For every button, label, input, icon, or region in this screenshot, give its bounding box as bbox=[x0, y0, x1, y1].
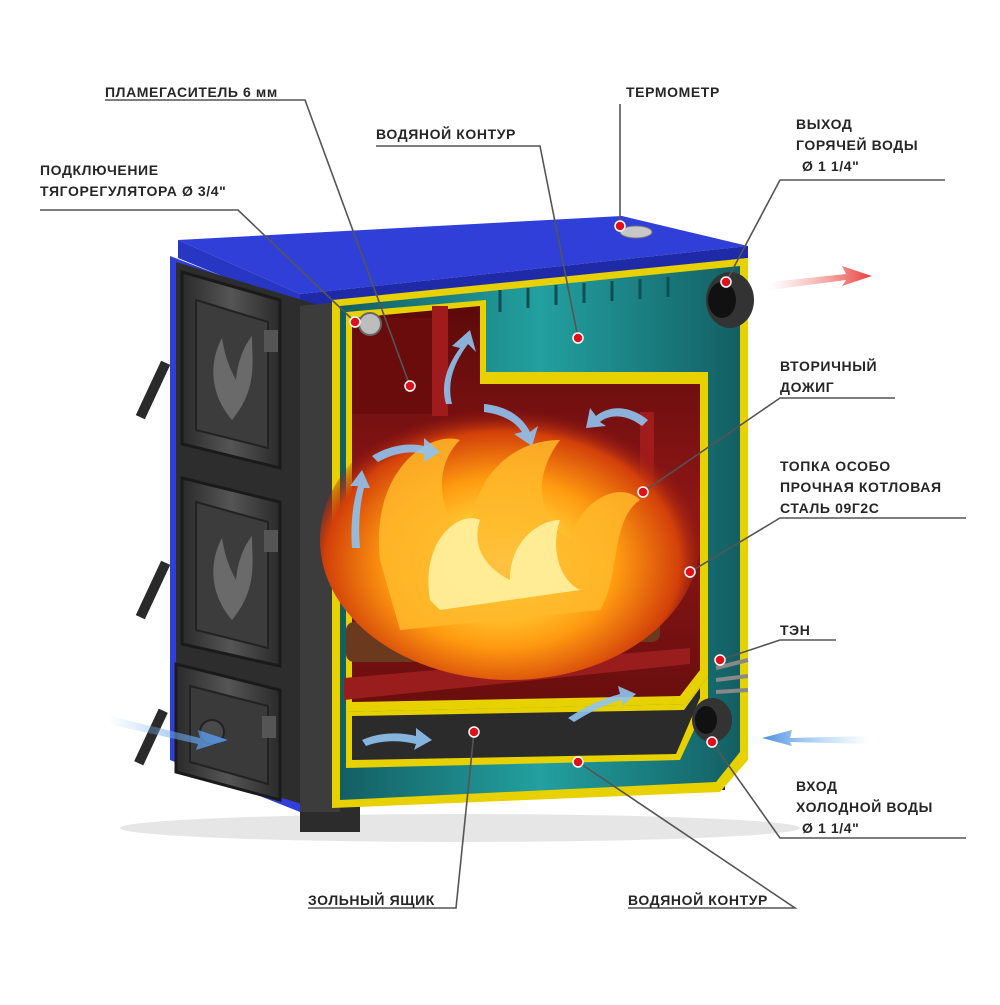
label-hot-water-outlet: ВЫХОД ГОРЯЧЕЙ ВОДЫ Ø 1 1/4" bbox=[796, 116, 919, 174]
hot-water-flow-arrow bbox=[770, 266, 872, 290]
label-thermometer: ТЕРМОМЕТР bbox=[626, 84, 720, 100]
marker-water-circuit-bottom bbox=[572, 756, 584, 768]
ground-shadow bbox=[120, 814, 800, 842]
ash-pit bbox=[352, 688, 700, 760]
label-draft-regulator: ПОДКЛЮЧЕНИЕ ТЯГОРЕГУЛЯТОРА Ø 3/4" bbox=[40, 162, 227, 199]
label-flame-arrester: ПЛАМЕГАСИТЕЛЬ 6 мм bbox=[105, 84, 278, 100]
marker-thermometer bbox=[614, 220, 626, 232]
leader-lines bbox=[40, 99, 966, 909]
marker-draft-regulator bbox=[349, 316, 361, 328]
ash-door bbox=[174, 662, 282, 802]
label-cold-water-inlet: ВХОД ХОЛОДНОЙ ВОДЫ Ø 1 1/4" bbox=[796, 778, 933, 836]
marker-firebox bbox=[684, 566, 696, 578]
marker-ash-box bbox=[468, 726, 480, 738]
label-firebox: ТОПКА ОСОБО ПРОЧНАЯ КОТЛОВАЯ СТАЛЬ 09Г2С bbox=[780, 458, 942, 516]
draft-regulator-port bbox=[358, 312, 382, 336]
marker-water-circuit-top bbox=[572, 332, 584, 344]
marker-cold-water-inlet bbox=[706, 736, 718, 748]
cold-water-flow-arrow bbox=[762, 730, 870, 746]
flow-arrows bbox=[108, 266, 872, 750]
marker-heating-element bbox=[714, 654, 726, 666]
front-door-panel bbox=[134, 262, 340, 812]
water-jacket-ribs bbox=[498, 277, 670, 312]
label-secondary-burn: ВТОРИЧНЫЙ ДОЖИГ bbox=[780, 358, 878, 395]
cutaway-section bbox=[320, 225, 754, 808]
label-heating-element: ТЭН bbox=[780, 622, 811, 638]
heating-element bbox=[715, 658, 749, 694]
middle-door bbox=[180, 476, 282, 668]
callout-markers bbox=[349, 220, 732, 768]
label-ash-box: ЗОЛЬНЫЙ ЯЩИК bbox=[308, 892, 435, 908]
label-water-circuit-top: ВОДЯНОЙ КОНТУР bbox=[376, 126, 516, 142]
thermometer-port bbox=[619, 225, 653, 239]
door-handles bbox=[134, 330, 278, 766]
marker-hot-water-outlet bbox=[720, 276, 732, 288]
cold-water-inlet-pipe bbox=[692, 698, 732, 742]
flame-emboss-icon bbox=[213, 536, 253, 620]
upper-door bbox=[180, 270, 282, 470]
hot-water-outlet-pipe bbox=[706, 272, 754, 328]
flame-emboss-icon bbox=[213, 336, 253, 420]
air-intake-arrow bbox=[108, 716, 228, 750]
marker-secondary-burn bbox=[637, 486, 649, 498]
marker-flame-arrester bbox=[404, 380, 416, 392]
label-water-circuit-bottom: ВОДЯНОЙ КОНТУР bbox=[628, 892, 768, 908]
